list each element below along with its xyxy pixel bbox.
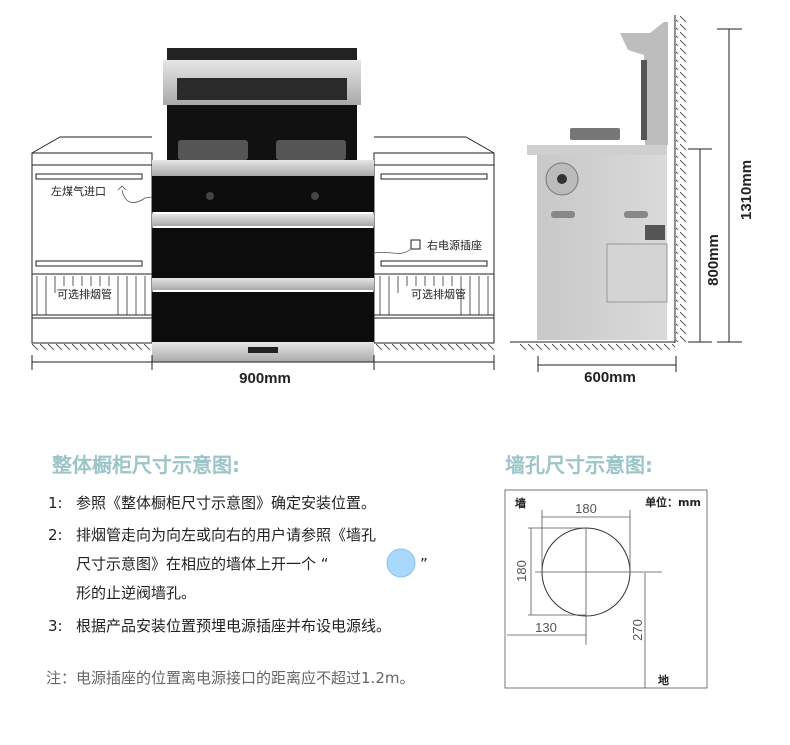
instruction-text: 尺寸示意图》在相应的墙体上开一个 “	[76, 555, 329, 573]
round-hole-icon	[386, 548, 416, 578]
front-view: 左煤气进口 右电源插座 可选排烟管 可选排烟管 900mm	[31, 48, 495, 387]
side-offset-label: 130	[535, 620, 557, 635]
item-number: 3:	[48, 617, 63, 635]
left-burner	[178, 140, 248, 160]
counter-height-dimension: 800mm	[705, 234, 722, 286]
instruction-text: 参照《整体橱柜尺寸示意图》确定安装位置。	[76, 494, 376, 512]
upper-drawer-handle	[152, 214, 374, 226]
instruction-text: ”	[420, 555, 428, 573]
socket-icon	[410, 239, 421, 250]
lower-drawer-handle	[152, 278, 374, 290]
floor-height-label: 270	[630, 619, 645, 641]
note-text: 注：电源插座的位置离电源接口的距离应不超过1.2m。	[46, 669, 414, 687]
total-height-dimension-line	[717, 28, 742, 343]
depth-dimension: 600mm	[584, 369, 636, 386]
wall-label: 墙	[515, 496, 526, 510]
wall-hole-diagram: 墙孔尺寸示意图: 墙 单位：mm 180 180 130 270 地	[504, 453, 708, 689]
gas-inlet-label: 左煤气进口	[51, 184, 106, 198]
cabinet-section-title: 整体橱柜尺寸示意图:	[51, 453, 240, 477]
right-burner	[276, 140, 346, 160]
side-view: 600mm 800mm 1310mm	[510, 15, 755, 386]
right-cabinet	[373, 136, 495, 351]
floor-label: 地	[658, 673, 669, 687]
left-knob	[206, 192, 214, 200]
right-pipe-label: 可选排烟管	[411, 287, 466, 301]
unit-label: 单位：mm	[645, 495, 701, 509]
hole-height-label: 180	[514, 560, 529, 582]
width-dimension: 900mm	[239, 370, 291, 387]
right-knob	[311, 192, 319, 200]
width-dimension-line	[31, 355, 495, 370]
cabinet-instructions: 整体橱柜尺寸示意图: 1: 参照《整体橱柜尺寸示意图》确定安装位置。 2: 排烟…	[46, 453, 428, 687]
instruction-text: 排烟管走向为向左或向右的用户请参照《墙孔	[76, 526, 376, 544]
integrated-stove-front	[152, 48, 374, 362]
total-height-dimension: 1310mm	[738, 160, 755, 220]
instruction-text: 根据产品安装位置预埋电源插座并布设电源线。	[76, 617, 391, 635]
power-socket-label: 右电源插座	[427, 238, 482, 252]
hole-width-label: 180	[575, 501, 597, 516]
left-cabinet	[31, 136, 153, 351]
depth-dimension-line	[537, 356, 677, 372]
instruction-text: 形的止逆阀墙孔。	[76, 584, 196, 602]
wall-hole-section-title: 墙孔尺寸示意图:	[505, 453, 653, 477]
item-number: 2:	[48, 526, 63, 544]
left-pipe-label: 可选排烟管	[57, 287, 112, 301]
counter-height-dimension-line	[688, 148, 712, 343]
item-number: 1:	[48, 494, 63, 512]
